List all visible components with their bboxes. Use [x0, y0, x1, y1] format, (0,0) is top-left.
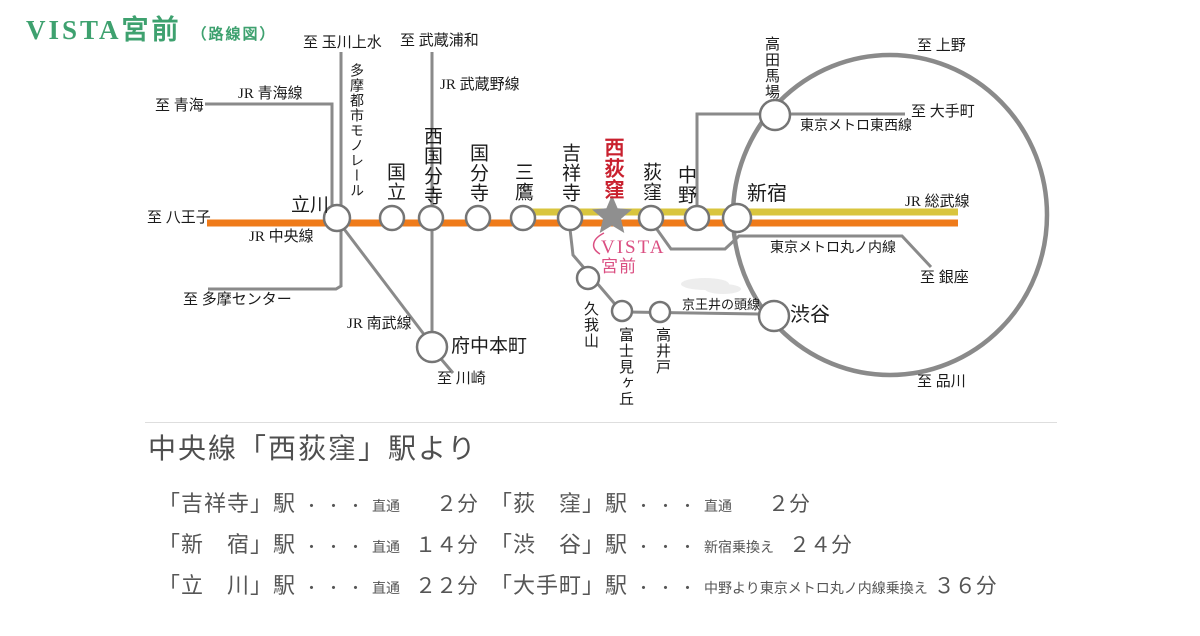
station-circle-shibuya: [757, 299, 791, 333]
station-circle-fujimigaoka: [610, 299, 634, 323]
station-label-takaido: 高井戸: [654, 327, 670, 375]
terminal-otemachi: 至 大手町: [911, 104, 975, 120]
access-dots: ・・・: [304, 540, 371, 556]
station-circle-nakano: [683, 204, 711, 232]
access-dots: ・・・: [636, 540, 703, 556]
access-via: 直通: [372, 582, 401, 597]
station-label-fuchuhonmachi: 府中本町: [451, 336, 528, 357]
station-circle-kugayama: [575, 265, 601, 291]
access-dots: ・・・: [636, 499, 703, 515]
station-label-takadanobaba: 高田馬場: [763, 36, 779, 100]
station-label-kokubunji: 国分寺: [467, 143, 488, 203]
access-dots: ・・・: [304, 581, 371, 597]
station-circle-kichijoji: [556, 204, 584, 232]
route-map-svg: [205, 52, 1050, 378]
station-label-nishiogikubo: 西荻窪: [601, 137, 623, 200]
page-title-main: VISTA宮前: [26, 15, 182, 45]
station-label-tachikawa: 立川: [291, 195, 330, 216]
access-via: 直通: [372, 500, 401, 515]
line-label-keio-inokashira: 京王井の頭線: [682, 297, 761, 312]
line-label-tama-monorail: 多摩都市モノレール: [348, 63, 363, 198]
access-time: ２４分: [789, 533, 853, 557]
station-label-kunitachi: 国立: [384, 162, 405, 202]
line-label-metro-tozai: 東京メトロ東西線: [800, 119, 912, 134]
station-label-kichijoji: 吉祥寺: [559, 143, 580, 203]
station-circle-mitaka: [509, 204, 537, 232]
tama-monorail-line: [208, 52, 343, 291]
property-label-line1: VISTA: [601, 237, 666, 258]
terminal-musashiurawa: 至 武蔵浦和: [400, 33, 479, 49]
access-via: 直通: [704, 500, 733, 515]
terminal-shinagawa: 至 品川: [917, 374, 966, 390]
access-time: ２分: [768, 492, 811, 516]
access-station: 「大手町」駅: [490, 573, 629, 598]
terminal-hachioji: 至 八王子: [147, 210, 211, 226]
section-divider: [145, 422, 1057, 423]
terminal-tamagawajosui: 至 玉川上水: [303, 35, 382, 51]
access-time: ２分: [436, 492, 479, 516]
access-dots: ・・・: [304, 499, 371, 515]
access-via: 直通: [372, 541, 401, 556]
station-circle-fuchuhonmachi: [415, 330, 449, 364]
terminal-oume: 至 青海: [155, 98, 204, 114]
access-time: １４分: [415, 533, 479, 557]
terminal-ginza: 至 銀座: [920, 270, 969, 286]
access-station: 「渋 谷」駅: [490, 532, 629, 557]
nanbu-line: [336, 220, 431, 342]
line-label-metro-marunouchi: 東京メトロ丸ノ内線: [770, 241, 896, 256]
station-circle-tachikawa: [322, 203, 352, 233]
station-circle-takadanobaba: [758, 98, 792, 132]
access-station: 「新 宿」駅: [158, 532, 297, 557]
station-circle-ogikubo: [637, 204, 665, 232]
access-row-shinjuku: 「新 宿」駅 ・・・ 直通 １４分: [158, 527, 478, 559]
access-station: 「立 川」駅: [158, 573, 297, 598]
access-via: 新宿乗換え: [704, 541, 775, 556]
station-label-ogikubo: 荻窪: [640, 162, 661, 202]
station-circle-takaido: [648, 300, 672, 324]
line-label-jr-oume: JR 青海線: [238, 86, 303, 102]
terminal-tama-center: 至 多摩センター: [183, 292, 292, 308]
cloud-decoration: [681, 278, 741, 294]
line-label-jr-chuo: JR 中央線: [249, 229, 314, 245]
access-station: 「吉祥寺」駅: [158, 491, 297, 516]
station-label-nakano: 中野: [675, 165, 696, 205]
station-label-nishikokubunji: 西国分寺: [421, 126, 442, 206]
station-circle-kunitachi: [378, 204, 406, 232]
access-row-tachikawa: 「立 川」駅 ・・・ 直通 ２２分: [158, 568, 478, 600]
station-circle-kokubunji: [464, 204, 492, 232]
terminal-kawasaki: 至 川崎: [437, 371, 486, 387]
marunouchi-line: [649, 220, 933, 269]
access-dots: ・・・: [636, 581, 703, 597]
line-label-jr-nanbu: JR 南武線: [347, 316, 412, 332]
property-label-line2: 宮前: [601, 257, 637, 276]
access-time: ３６分: [933, 574, 997, 598]
access-row-shibuya: 「渋 谷」駅 ・・・ 新宿乗換え ２４分: [490, 527, 852, 559]
access-heading: 中央線「西荻窪」駅より: [148, 434, 478, 465]
access-row-otemachi: 「大手町」駅 ・・・ 中野より東京メトロ丸ノ内線乗換え ３６分: [490, 568, 997, 600]
access-via: 中野より東京メトロ丸ノ内線乗換え: [704, 582, 928, 597]
vista-leader-line: [592, 232, 605, 255]
access-row-ogikubo: 「荻 窪」駅 ・・・ 直通 ２分: [490, 486, 810, 518]
station-label-shibuya: 渋谷: [790, 304, 830, 326]
line-label-jr-musashino: JR 武蔵野線: [440, 77, 520, 93]
station-label-mitaka: 三鷹: [512, 162, 533, 202]
access-station: 「荻 窪」駅: [490, 491, 629, 516]
page-title-sub: （路線図）: [191, 27, 277, 43]
oume-line: [205, 102, 334, 213]
station-circle-nishikokubunji: [417, 204, 445, 232]
tozai-line: [695, 112, 905, 218]
terminal-ueno: 至 上野: [917, 38, 966, 54]
access-time: ２２分: [415, 574, 479, 598]
page-title: VISTA宮前 （路線図）: [26, 8, 277, 47]
line-label-jr-sobu: JR 総武線: [905, 194, 970, 210]
vista-star-icon: [592, 195, 632, 233]
station-label-kugayama: 久我山: [582, 301, 598, 349]
station-label-shinjuku: 新宿: [747, 183, 787, 205]
station-circle-shinjuku: [721, 202, 753, 234]
station-label-fujimigaoka: 富士見ヶ丘: [617, 327, 633, 407]
access-row-kichijoji: 「吉祥寺」駅 ・・・ 直通 ２分: [158, 486, 478, 518]
